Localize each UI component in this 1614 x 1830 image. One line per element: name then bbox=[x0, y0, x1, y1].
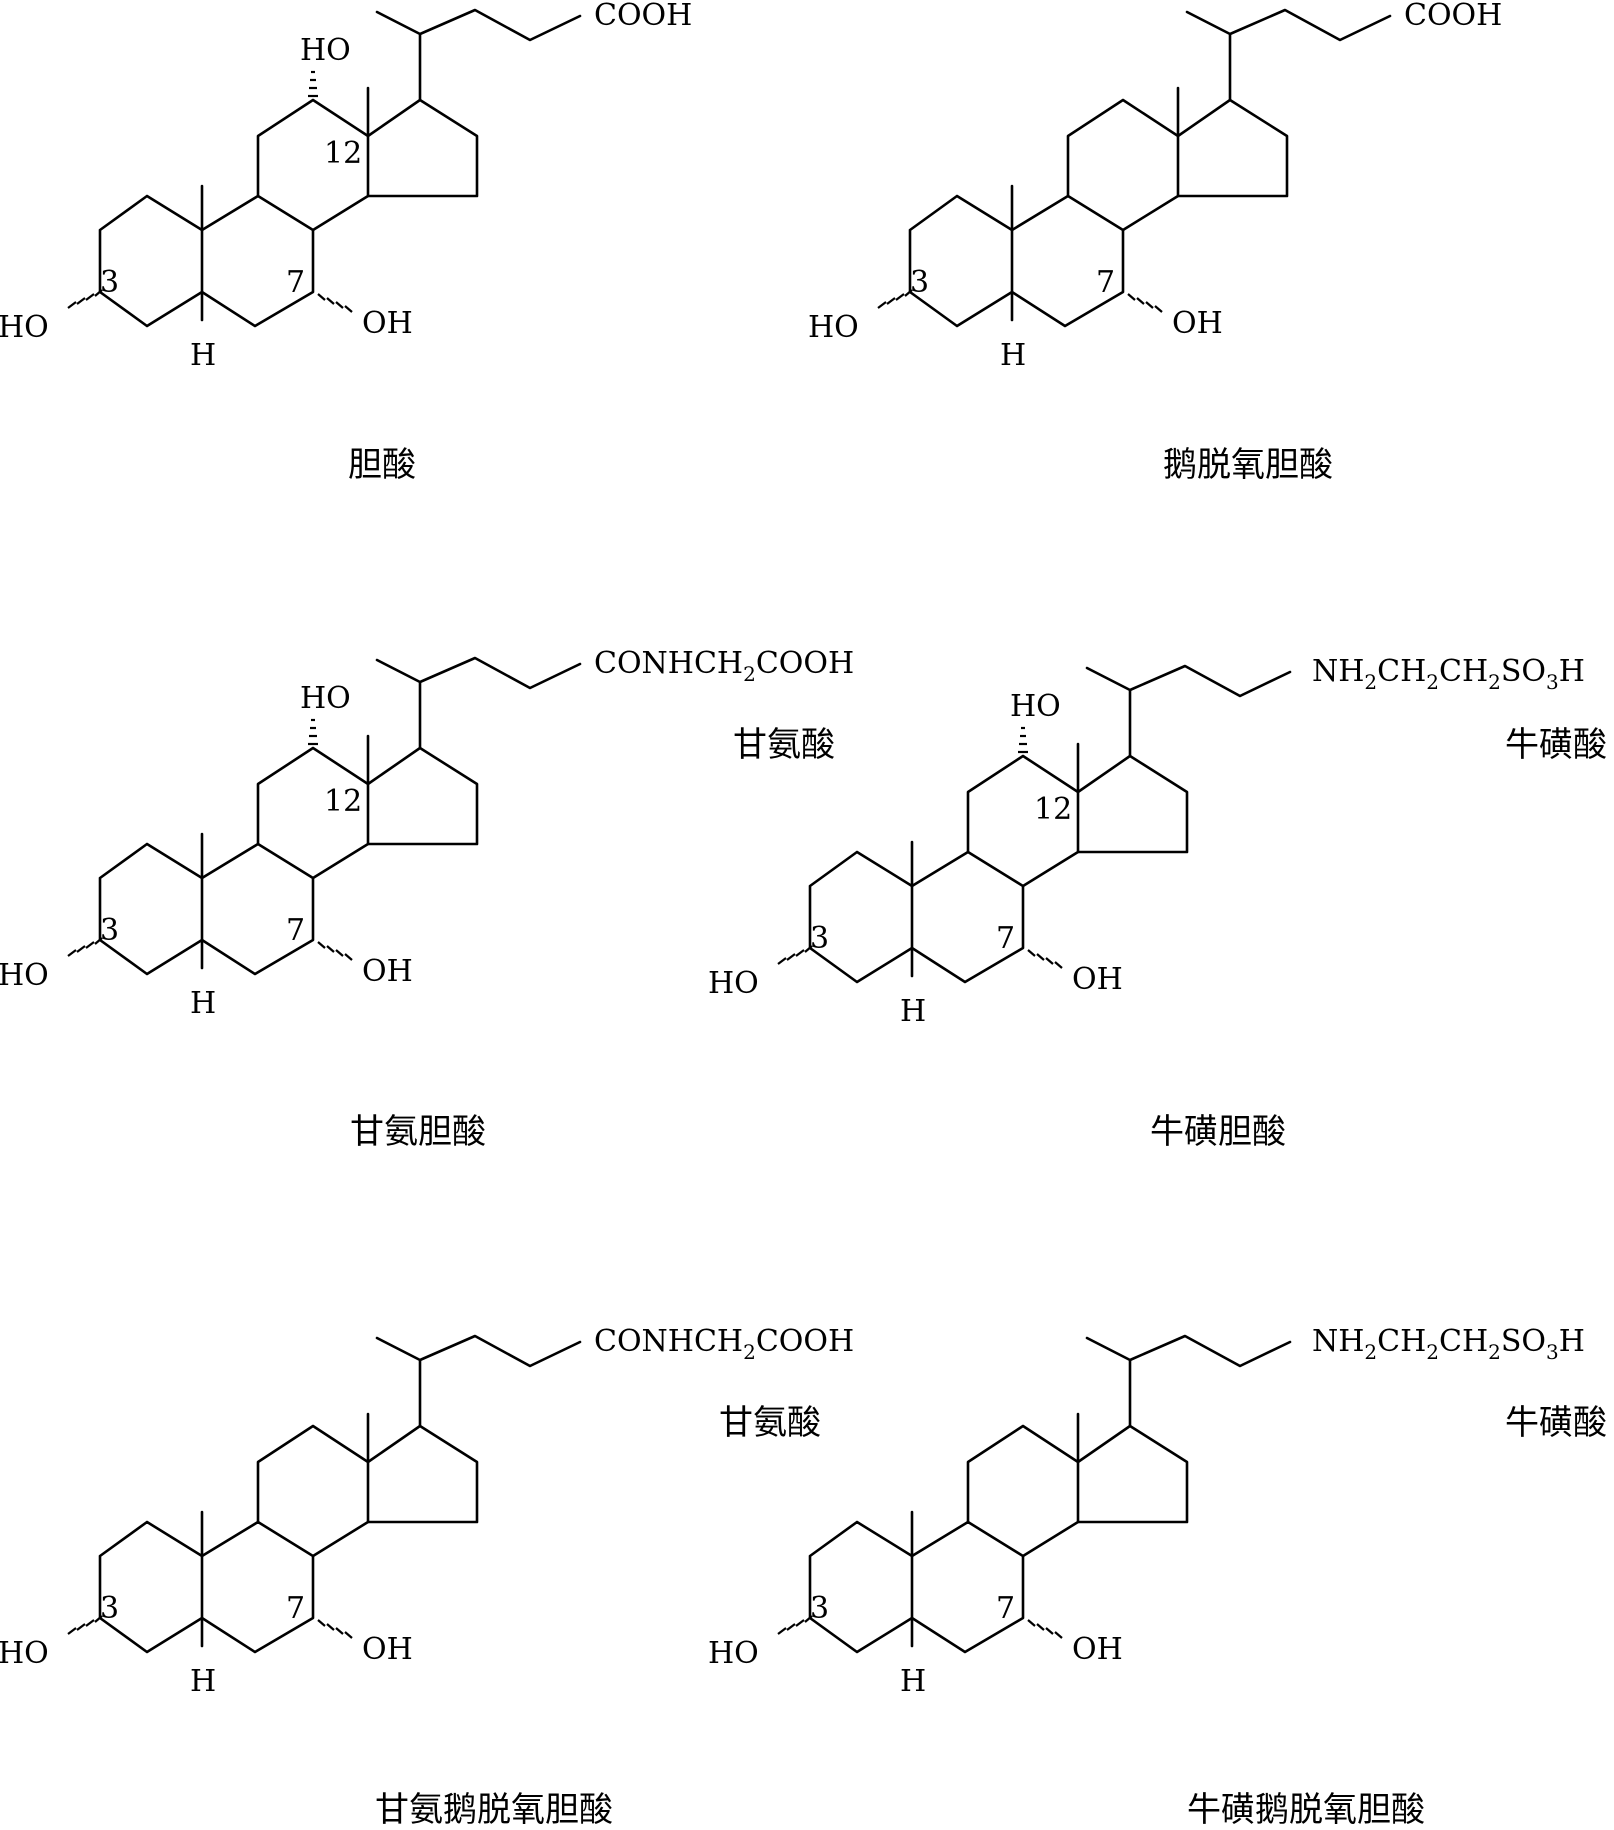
ho-3-label: HO bbox=[808, 310, 859, 345]
glycine-label: 甘氨酸 bbox=[719, 1403, 821, 1443]
position-7-label: 7 bbox=[1096, 265, 1115, 300]
taurine-side-chain-label: NH2CH2CH2SO3H bbox=[1312, 654, 1585, 694]
caption-taurochenodeoxycholic-acid: 牛磺鹅脱氧胆酸 bbox=[1187, 1790, 1425, 1830]
caption-cholic-acid: 胆酸 bbox=[348, 445, 416, 485]
glycine-label: 甘氨酸 bbox=[733, 725, 835, 765]
position-3-label: 3 bbox=[100, 1591, 119, 1626]
glycine-side-chain-label: CONHCH2COOH bbox=[594, 646, 854, 686]
ho-3-label: HO bbox=[708, 1636, 759, 1671]
structure-cholic-acid: HO 3 7 OH H HO 12 COOH bbox=[0, 0, 692, 373]
structure-glycochenodeoxycholic-acid: HO 3 7 OH H CONHCH2COOH bbox=[0, 1324, 854, 1699]
caption-chenodeoxycholic-acid: 鹅脱氧胆酸 bbox=[1163, 445, 1333, 485]
position-12-label: 12 bbox=[324, 136, 362, 171]
structure-taurocholic-acid: HO 3 7 OH H HO 12 NH2CH2CH2SO3H bbox=[708, 654, 1585, 1029]
structure-glycocholic-acid: HO 3 7 OH H HO 12 CONHCH2COOH bbox=[0, 646, 854, 1021]
structure-taurochenodeoxycholic-acid: HO 3 7 OH H NH2CH2CH2SO3H bbox=[708, 1324, 1585, 1699]
position-12-label: 12 bbox=[1034, 792, 1072, 827]
h-5-label: H bbox=[1000, 338, 1026, 373]
position-7-label: 7 bbox=[286, 913, 305, 948]
structure-chenodeoxycholic-acid: HO 3 7 OH H COOH bbox=[808, 0, 1502, 373]
cooh-label: COOH bbox=[1404, 0, 1502, 33]
ho-3-label: HO bbox=[0, 310, 49, 345]
taurine-side-chain-label: NH2CH2CH2SO3H bbox=[1312, 1324, 1585, 1364]
ho-3-label: HO bbox=[708, 966, 759, 1001]
position-7-label: 7 bbox=[286, 265, 305, 300]
position-7-label: 7 bbox=[286, 1591, 305, 1626]
ho-3-label: HO bbox=[0, 1636, 49, 1671]
oh-7-label: OH bbox=[362, 954, 413, 989]
ho-3-label: HO bbox=[0, 958, 49, 993]
position-3-label: 3 bbox=[100, 913, 119, 948]
oh-7-label: OH bbox=[362, 1632, 413, 1667]
cooh-label: COOH bbox=[594, 0, 692, 33]
h-5-label: H bbox=[190, 986, 216, 1021]
glycine-side-chain-label: CONHCH2COOH bbox=[594, 1324, 854, 1364]
taurine-label: 牛磺酸 bbox=[1505, 1403, 1607, 1443]
h-5-label: H bbox=[900, 994, 926, 1029]
position-7-label: 7 bbox=[996, 921, 1015, 956]
position-3-label: 3 bbox=[810, 1591, 829, 1626]
ho-12-label: HO bbox=[300, 681, 351, 716]
h-5-label: H bbox=[190, 338, 216, 373]
position-12-label: 12 bbox=[324, 784, 362, 819]
oh-7-label: OH bbox=[1072, 962, 1123, 997]
ho-12-label: HO bbox=[300, 33, 351, 68]
position-3-label: 3 bbox=[100, 265, 119, 300]
position-7-label: 7 bbox=[996, 1591, 1015, 1626]
h-5-label: H bbox=[900, 1664, 926, 1699]
caption-glycochenodeoxycholic-acid: 甘氨鹅脱氧胆酸 bbox=[375, 1790, 613, 1830]
h-5-label: H bbox=[190, 1664, 216, 1699]
taurine-label: 牛磺酸 bbox=[1505, 725, 1607, 765]
position-3-label: 3 bbox=[910, 265, 929, 300]
ho-12-label: HO bbox=[1010, 689, 1061, 724]
oh-7-label: OH bbox=[1072, 1632, 1123, 1667]
oh-7-label: OH bbox=[362, 306, 413, 341]
oh-7-label: OH bbox=[1172, 306, 1223, 341]
caption-glycocholic-acid: 甘氨胆酸 bbox=[350, 1112, 486, 1152]
caption-taurocholic-acid: 牛磺胆酸 bbox=[1150, 1112, 1286, 1152]
position-3-label: 3 bbox=[810, 921, 829, 956]
